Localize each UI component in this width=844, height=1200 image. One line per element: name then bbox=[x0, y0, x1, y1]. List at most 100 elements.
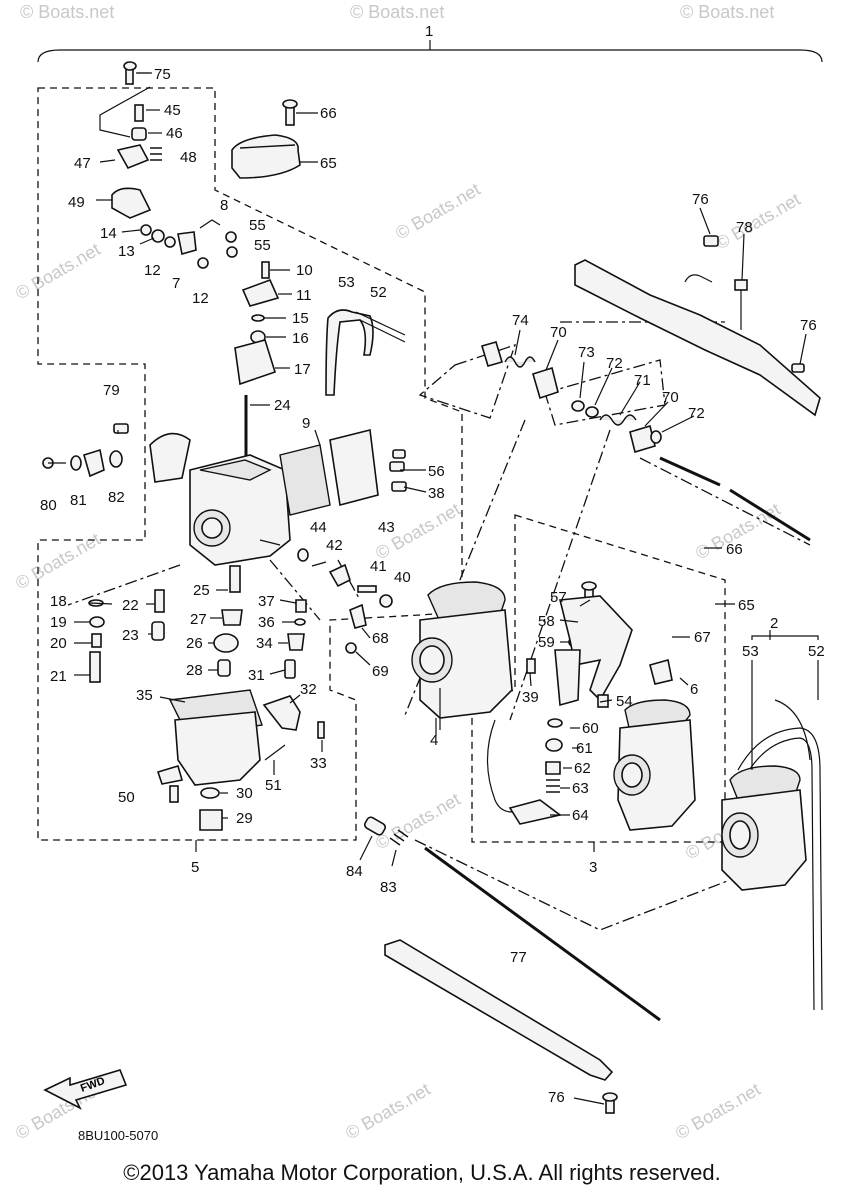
group-outline-3 bbox=[471, 514, 726, 843]
callout-40: 40 bbox=[394, 569, 411, 586]
callout-36: 36 bbox=[258, 614, 275, 631]
rods bbox=[364, 456, 811, 1114]
watermark: © Boats.net bbox=[712, 189, 804, 253]
carburetor-3 bbox=[486, 581, 696, 831]
callout-28: 28 bbox=[186, 662, 203, 679]
callout-55b: 55 bbox=[254, 237, 271, 254]
group-outline-top bbox=[37, 87, 463, 841]
side-bracket bbox=[42, 423, 191, 483]
callout-26: 26 bbox=[186, 635, 203, 652]
callout-65b: 65 bbox=[738, 597, 755, 614]
callout-46: 46 bbox=[166, 125, 183, 142]
callout-15: 15 bbox=[292, 310, 309, 327]
callout-61: 61 bbox=[576, 740, 593, 757]
callout-54: 54 bbox=[616, 693, 633, 710]
callout-10: 10 bbox=[296, 262, 313, 279]
watermark: © Boats.net bbox=[372, 789, 464, 853]
callout-47: 47 bbox=[74, 155, 91, 172]
callout-33: 33 bbox=[310, 755, 327, 772]
callout-38: 38 bbox=[428, 485, 445, 502]
fwd-arrow-icon: FWD bbox=[43, 1069, 128, 1110]
callout-4: 4 bbox=[430, 732, 438, 749]
watermark: © Boats.net bbox=[680, 2, 774, 22]
callout-80: 80 bbox=[40, 497, 57, 514]
callout-3: 3 bbox=[589, 859, 597, 876]
document-code: 8BU100-5070 bbox=[78, 1128, 158, 1143]
float-parts bbox=[213, 565, 325, 739]
callout-13: 13 bbox=[118, 243, 135, 260]
callout-70b: 70 bbox=[662, 389, 679, 406]
callout-22: 22 bbox=[122, 597, 139, 614]
callout-81: 81 bbox=[70, 492, 87, 509]
choke-parts bbox=[481, 341, 662, 454]
callout-34: 34 bbox=[256, 635, 273, 652]
callout-53b: 53 bbox=[742, 643, 759, 660]
callout-52b: 52 bbox=[808, 643, 825, 660]
callout-12b: 12 bbox=[192, 290, 209, 307]
top-cap-assembly bbox=[231, 99, 301, 179]
callout-16: 16 bbox=[292, 330, 309, 347]
callout-76: 76 bbox=[692, 191, 709, 208]
callout-43: 43 bbox=[378, 519, 395, 536]
callouts: 75 45 46 48 47 49 8 55 55 14 13 12 7 12 … bbox=[40, 66, 825, 1106]
callout-1: 1 bbox=[425, 23, 433, 40]
callout-11: 11 bbox=[296, 287, 312, 304]
linkage-parts bbox=[99, 61, 280, 386]
watermark: © Boats.net bbox=[12, 239, 104, 303]
callout-9: 9 bbox=[302, 415, 310, 432]
callout-76b: 76 bbox=[800, 317, 817, 334]
callout-39: 39 bbox=[522, 689, 539, 706]
callout-14: 14 bbox=[100, 225, 117, 242]
callout-20: 20 bbox=[50, 635, 67, 652]
carburetor-4 bbox=[411, 581, 513, 730]
callout-12: 12 bbox=[144, 262, 161, 279]
watermark: © Boats.net bbox=[392, 179, 484, 243]
callout-6: 6 bbox=[690, 681, 698, 698]
callout-84: 84 bbox=[346, 863, 363, 880]
callout-48: 48 bbox=[180, 149, 197, 166]
callout-63: 63 bbox=[572, 780, 589, 797]
callout-17: 17 bbox=[294, 361, 311, 378]
mounting-rail bbox=[574, 235, 821, 417]
callout-59: 59 bbox=[538, 634, 555, 651]
callout-60: 60 bbox=[582, 720, 599, 737]
callout-5: 5 bbox=[191, 859, 199, 876]
diaphragm-cover bbox=[279, 429, 407, 516]
callout-78: 78 bbox=[736, 219, 753, 236]
callout-49: 49 bbox=[68, 194, 85, 211]
callout-64: 64 bbox=[572, 807, 589, 824]
callout-70: 70 bbox=[550, 324, 567, 341]
callout-31: 31 bbox=[248, 667, 265, 684]
watermark: © Boats.net bbox=[12, 529, 104, 593]
callout-76c: 76 bbox=[548, 1089, 565, 1106]
callout-32: 32 bbox=[300, 681, 317, 698]
callout-24: 24 bbox=[274, 397, 291, 414]
callout-55: 55 bbox=[249, 217, 266, 234]
carburetor-exploded-diagram: © Boats.net © Boats.net © Boats.net © Bo… bbox=[12, 2, 825, 1143]
watermark: © Boats.net bbox=[350, 2, 444, 22]
callout-66b: 66 bbox=[726, 541, 743, 558]
callout-68: 68 bbox=[372, 630, 389, 647]
callout-83: 83 bbox=[380, 879, 397, 896]
watermark: © Boats.net bbox=[342, 1079, 434, 1143]
callout-19: 19 bbox=[50, 614, 67, 631]
callout-65: 65 bbox=[320, 155, 337, 172]
callout-37: 37 bbox=[258, 593, 275, 610]
callout-29: 29 bbox=[236, 810, 253, 827]
callout-56: 56 bbox=[428, 463, 445, 480]
carburetor-body-left bbox=[189, 454, 291, 566]
callout-21: 21 bbox=[50, 668, 67, 685]
callout-73: 73 bbox=[578, 344, 595, 361]
callout-27: 27 bbox=[190, 611, 207, 628]
callout-71: 71 bbox=[634, 372, 651, 389]
callout-51: 51 bbox=[265, 777, 282, 794]
callout-53: 53 bbox=[338, 274, 355, 291]
callout-69: 69 bbox=[372, 663, 389, 680]
callout-42: 42 bbox=[326, 537, 343, 554]
callout-79: 79 bbox=[103, 382, 120, 399]
carburetor-2 bbox=[721, 699, 823, 1011]
small-jets bbox=[297, 548, 393, 654]
watermark: © Boats.net bbox=[20, 2, 114, 22]
callout-44: 44 bbox=[310, 519, 327, 536]
callout-23: 23 bbox=[122, 627, 139, 644]
